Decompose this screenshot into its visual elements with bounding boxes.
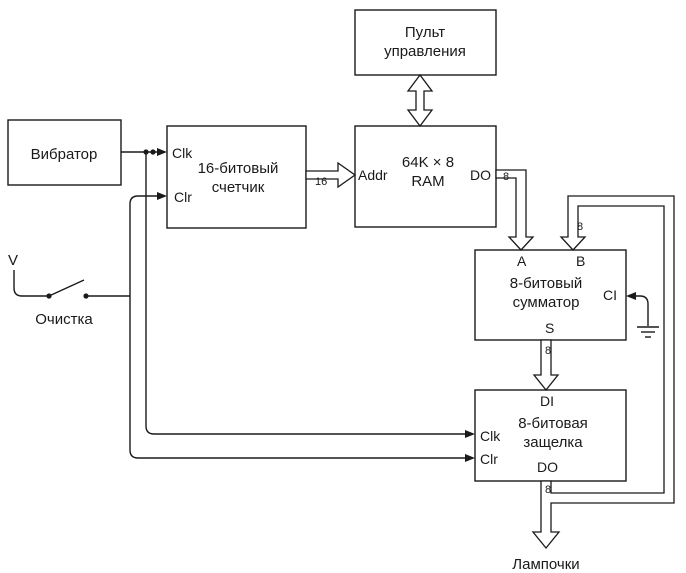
feedback-bus-width: 8 <box>577 221 583 233</box>
counter-clk-arrow <box>157 148 167 156</box>
oscillator-label: Вибратор <box>31 146 98 163</box>
control-panel-block: Пульт управления <box>354 9 497 76</box>
clear-switch-label: Очистка <box>35 311 93 328</box>
counter-clr-arrow <box>157 192 167 200</box>
oscillator-block: Вибратор <box>7 119 122 186</box>
control-panel-line2: управления <box>384 43 466 60</box>
adder-title-line2: сумматор <box>513 294 580 311</box>
carry-in-arrow <box>626 292 636 300</box>
latch-clr-arrow <box>465 454 475 462</box>
adder-title-line1: 8-битовый <box>510 275 582 292</box>
clear-switch: V Очистка <box>8 252 93 328</box>
clock-wires <box>121 148 475 438</box>
latch-clk-arrow <box>465 430 475 438</box>
latch-do-pin: DO <box>537 459 558 475</box>
adder-ci-pin: CI <box>603 287 617 303</box>
latch-clk-pin: Clk <box>480 428 501 444</box>
counter-block: 16-битовый счетчик Clk Clr <box>166 125 307 229</box>
switch-lever <box>48 279 85 297</box>
ram-block: 64K × 8 RAM Addr DO <box>354 125 497 228</box>
latch-title-line1: 8-битовая <box>518 415 588 432</box>
adder-block: A B 8-битовый сумматор CI S <box>474 249 627 341</box>
ram-title-line1: 64K × 8 <box>402 154 454 171</box>
adder-b-pin: B <box>576 253 585 269</box>
control-panel-line1: Пульт <box>405 24 445 41</box>
ram-do-pin: DO <box>470 167 491 183</box>
counter-title-line1: 16-битовый <box>198 160 279 177</box>
address-bus-width: 16 <box>315 176 327 188</box>
ram-to-adder-bus: 8 <box>495 169 535 251</box>
clear-wires <box>88 192 475 462</box>
address-bus: 16 <box>305 161 357 189</box>
ram-title-line2: RAM <box>411 173 444 190</box>
voltage-label: V <box>8 252 18 269</box>
latch-clr-pin: Clr <box>480 451 498 467</box>
latch-title-line2: защелка <box>523 434 583 451</box>
lamps-label: Лампочки <box>512 556 579 573</box>
counter-title-line2: счетчик <box>212 179 265 196</box>
ram-out-bus-width: 8 <box>503 171 509 183</box>
switch-contact-right <box>83 293 89 299</box>
counter-clk-pin: Clk <box>172 145 193 161</box>
adder-s-pin: S <box>545 320 554 336</box>
clock-junction-dot <box>150 149 156 155</box>
adder-out-bus-width: 8 <box>545 345 551 357</box>
latch-output-bus: 8 8 <box>531 195 675 550</box>
latch-out-bus-width: 8 <box>545 484 551 496</box>
latch-di-pin: DI <box>540 393 554 409</box>
ram-addr-pin: Addr <box>358 167 388 183</box>
adder-a-pin: A <box>517 253 527 269</box>
latch-block: DI 8-битовая защелка Clk Clr DO <box>474 389 627 482</box>
control-bus <box>406 73 434 128</box>
counter-clr-pin: Clr <box>174 189 192 205</box>
carry-in-ground <box>626 292 659 338</box>
adder-to-latch-bus: 8 <box>532 339 560 392</box>
